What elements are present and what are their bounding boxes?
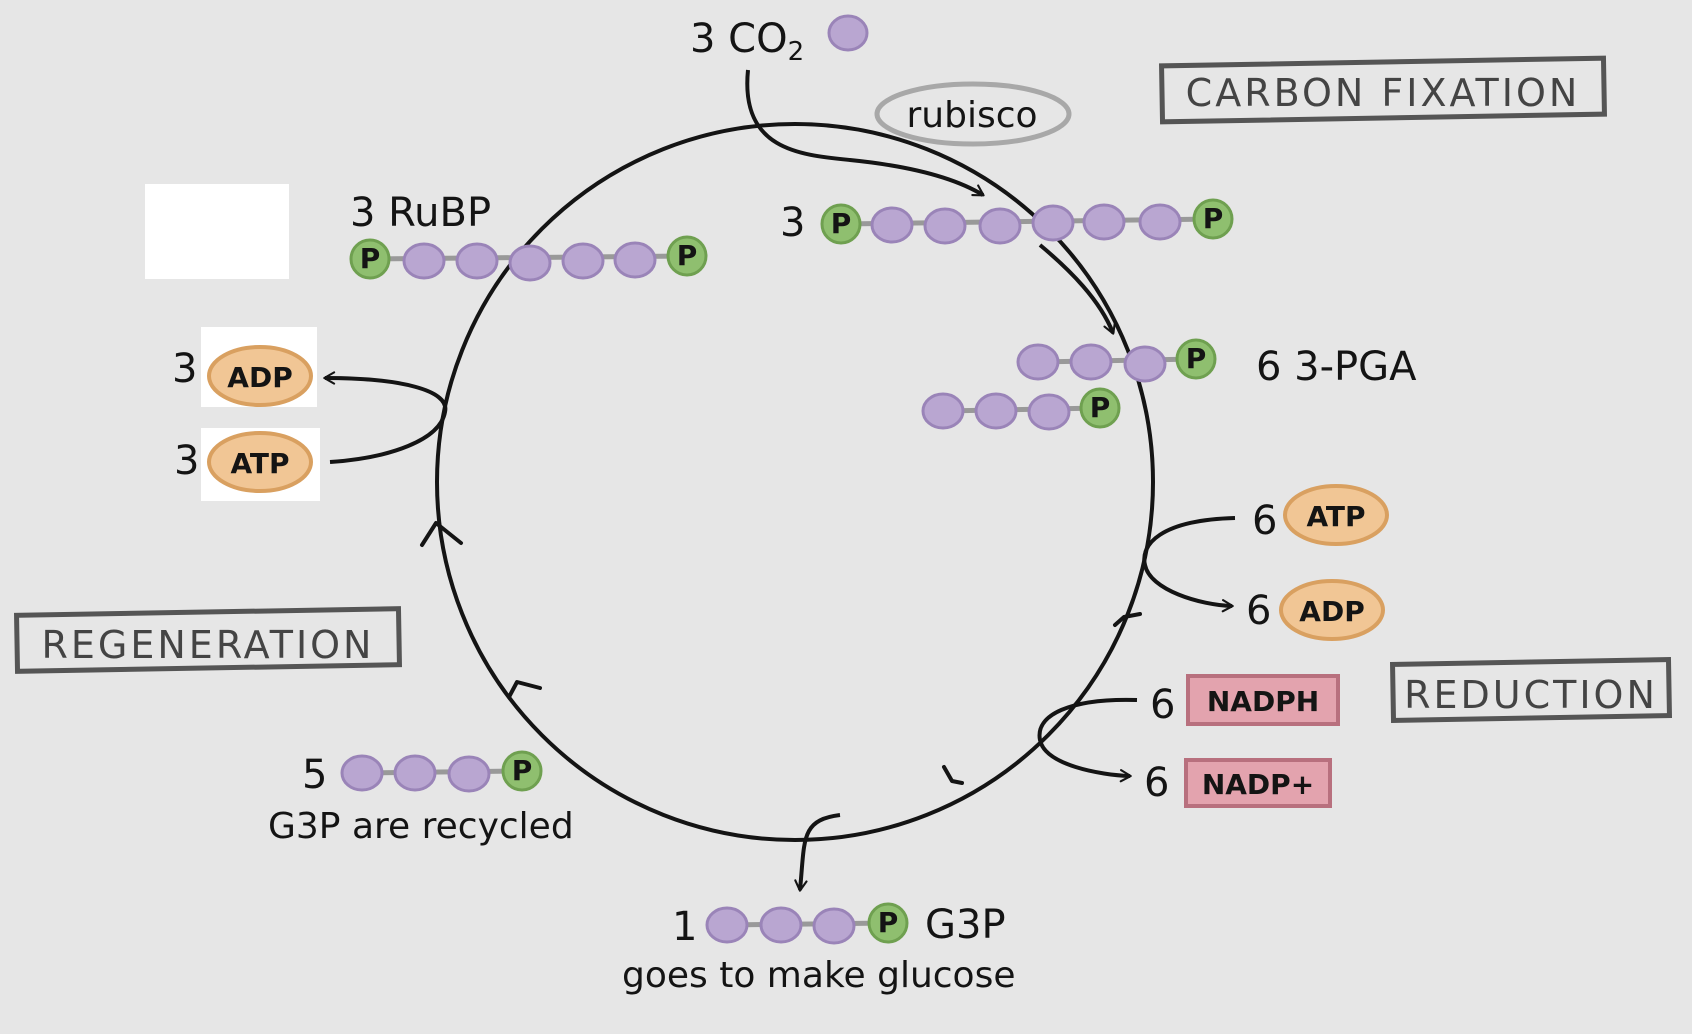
- adp-count-left: 3: [172, 346, 197, 392]
- recycled-text: G3P are recycled: [268, 806, 574, 847]
- recycled-count: 5: [302, 752, 327, 798]
- cycle-direction-chevrons: [420, 521, 1142, 785]
- glucose-exit-arrow: [794, 813, 841, 892]
- adp-label-right: ADP: [1299, 595, 1364, 628]
- pga-molecule-bottom: P: [921, 387, 1121, 431]
- atp-label-left: ATP: [230, 447, 289, 480]
- reduction-label: REDUCTION: [1404, 673, 1658, 717]
- glucose-g3p-molecule: P: [705, 902, 909, 945]
- atp-label-right: ATP: [1306, 500, 1365, 533]
- atp-molecule-left: [207, 431, 313, 493]
- glucose-phosphate: P: [878, 906, 899, 939]
- nadp-label: NADP+: [1202, 768, 1314, 801]
- nadph-to-nadp-arrow: [1037, 697, 1138, 783]
- blank-patch: [145, 184, 289, 279]
- atp-to-adp-arrow-right: [1142, 516, 1236, 613]
- rubisco-label: rubisco: [906, 95, 1037, 136]
- six-carbon-intermediate: P P: [820, 198, 1234, 245]
- pga-label: 6 3-PGA: [1256, 344, 1417, 390]
- glucose-count: 1: [672, 904, 697, 950]
- reduction-box: [1389, 657, 1673, 723]
- intermediate-phosphate-left: P: [831, 207, 852, 240]
- carbon-fixation-label: CARBON FIXATION: [1186, 71, 1581, 115]
- rubp-phosphate-right: P: [677, 239, 698, 272]
- co2-input-arrow: [745, 69, 985, 197]
- recycled-g3p-molecule: P: [340, 750, 543, 793]
- recycled-phosphate: P: [512, 754, 533, 787]
- adp-molecule-right: [1279, 579, 1385, 641]
- intermediate-count: 3: [780, 200, 805, 246]
- adp-count-right: 6: [1246, 588, 1271, 634]
- pga-phosphate-bottom: P: [1090, 391, 1111, 424]
- split-arrow: [1038, 243, 1116, 335]
- nadp-molecule: [1184, 758, 1332, 808]
- adp-label-left: ADP: [227, 361, 292, 394]
- regeneration-box: [13, 606, 403, 674]
- adp-molecule-left: [207, 345, 313, 407]
- atp-count-left: 3: [174, 438, 199, 484]
- cycle-ring: [435, 122, 1155, 842]
- atp-molecule-right: [1283, 484, 1389, 546]
- pga-molecule-top: P: [1016, 338, 1217, 383]
- intermediate-phosphate-right: P: [1203, 202, 1224, 235]
- carbon-fixation-box: [1159, 55, 1607, 125]
- co2-carbon-bead: [827, 14, 869, 52]
- regeneration-label: REGENERATION: [42, 623, 375, 667]
- nadp-count: 6: [1144, 760, 1169, 806]
- pga-phosphate-top: P: [1186, 342, 1207, 375]
- rubp-label: 3 RuBP: [350, 190, 491, 236]
- glucose-text: goes to make glucose: [622, 955, 1016, 996]
- nadph-label: NADPH: [1207, 685, 1319, 718]
- nadph-count: 6: [1150, 682, 1175, 728]
- glucose-g3p-label: G3P: [925, 902, 1006, 948]
- atp-count-right: 6: [1252, 498, 1277, 544]
- rubp-phosphate-left: P: [360, 242, 381, 275]
- rubp-molecule: P P: [349, 235, 708, 282]
- atp-to-adp-arrow-left: [323, 371, 448, 464]
- rubisco-outline: [874, 81, 1072, 147]
- nadph-molecule: [1186, 674, 1340, 726]
- co2-label: 3 CO2: [690, 16, 804, 67]
